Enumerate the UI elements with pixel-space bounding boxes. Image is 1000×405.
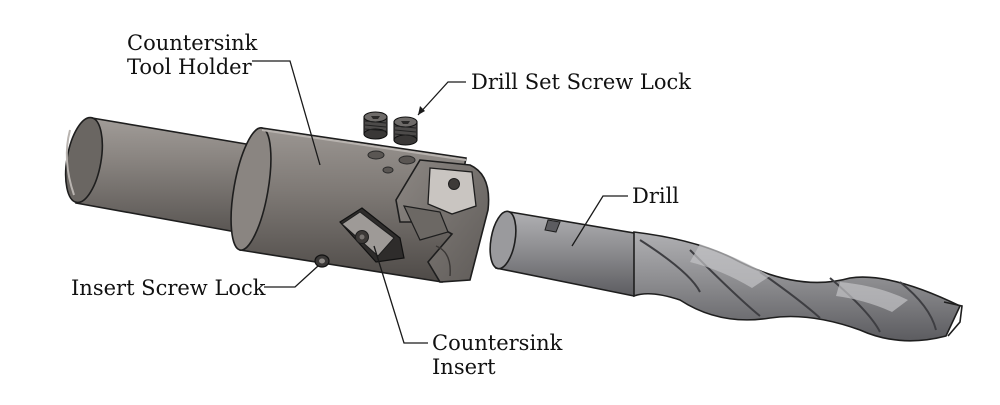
label-drill-set-screw-lock: Drill Set Screw Lock xyxy=(471,70,691,94)
label-insert-screw-lock: Insert Screw Lock xyxy=(71,276,266,300)
label-insert-line1: Countersink xyxy=(432,331,563,355)
label-holder-line1: Countersink xyxy=(127,31,258,55)
holder-body xyxy=(230,127,467,283)
drill xyxy=(489,210,963,342)
leader-drill xyxy=(571,195,628,247)
holder-shank xyxy=(64,116,253,233)
label-drill: Drill xyxy=(632,184,680,208)
leader-insert xyxy=(373,245,428,344)
holder-front xyxy=(395,159,490,283)
leader-arrowheads xyxy=(418,106,425,115)
set-screws xyxy=(363,111,418,146)
countersink-insert xyxy=(339,207,405,263)
insert-screw xyxy=(314,254,330,268)
label-countersink-insert: Countersink Insert xyxy=(432,331,562,379)
set-screw-right xyxy=(393,116,418,146)
label-holder-line2: Tool Holder xyxy=(127,55,252,79)
set-screw-left xyxy=(363,111,388,140)
label-insert-line2: Insert xyxy=(432,355,496,379)
leader-lines xyxy=(252,60,628,344)
leader-set-screw xyxy=(417,81,466,116)
tool-holder xyxy=(64,116,490,283)
label-countersink-tool-holder: Countersink Tool Holder xyxy=(127,31,257,79)
leader-holder xyxy=(252,60,321,166)
leader-insert-screw xyxy=(264,265,319,288)
